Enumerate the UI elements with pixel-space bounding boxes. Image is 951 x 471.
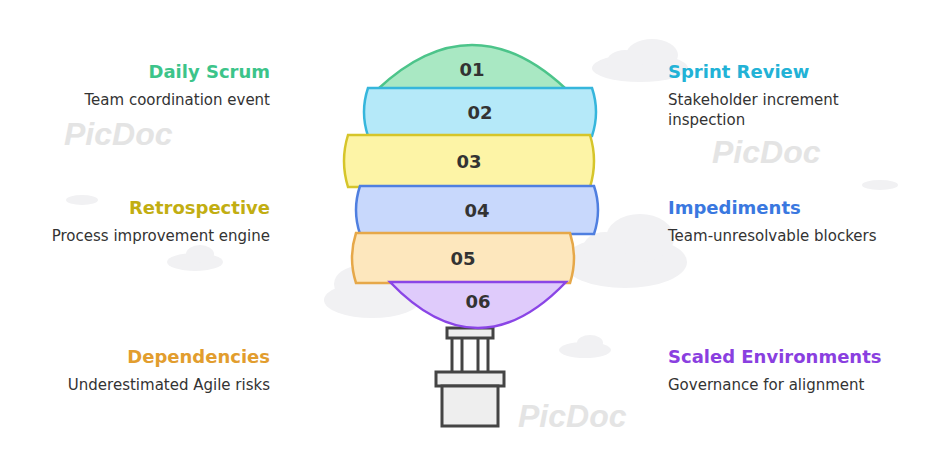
band-outline — [378, 45, 566, 89]
watermark: PicDoc — [518, 398, 668, 435]
callout-text: Process improvement engine — [30, 226, 270, 246]
callout-text: Underestimated Agile risks — [30, 375, 270, 395]
balloon-band: 03 — [340, 135, 598, 187]
balloon-band: 06 — [390, 282, 566, 328]
callout-text: Stakeholder increment inspection — [668, 90, 848, 130]
band-number: 06 — [390, 291, 566, 312]
band-outline — [390, 282, 566, 328]
band-number: 05 — [348, 248, 578, 269]
callout-heading: Dependencies — [60, 346, 270, 368]
balloon-band: 05 — [348, 233, 578, 283]
callout-text: Team coordination event — [40, 90, 270, 110]
band-number: 02 — [360, 102, 600, 123]
callout-heading: Impediments — [668, 197, 908, 219]
callout-text: Team-unresolvable blockers — [668, 226, 928, 246]
band-number: 03 — [340, 151, 598, 172]
callout-text: Governance for alignment — [668, 375, 938, 395]
callout-heading: Daily Scrum — [60, 61, 270, 83]
callout-heading: Sprint Review — [668, 61, 908, 83]
balloon-basket — [436, 328, 504, 426]
balloon-band: 02 — [360, 88, 600, 136]
callout-heading: Retrospective — [60, 197, 270, 219]
balloon-band: 04 — [352, 186, 602, 234]
balloon-band: 01 — [378, 45, 566, 89]
band-number: 04 — [352, 200, 602, 221]
band-number: 01 — [378, 59, 566, 80]
callout-heading: Scaled Environments — [668, 346, 938, 368]
watermark: PicDoc — [64, 116, 264, 153]
watermark: PicDoc — [712, 134, 912, 171]
